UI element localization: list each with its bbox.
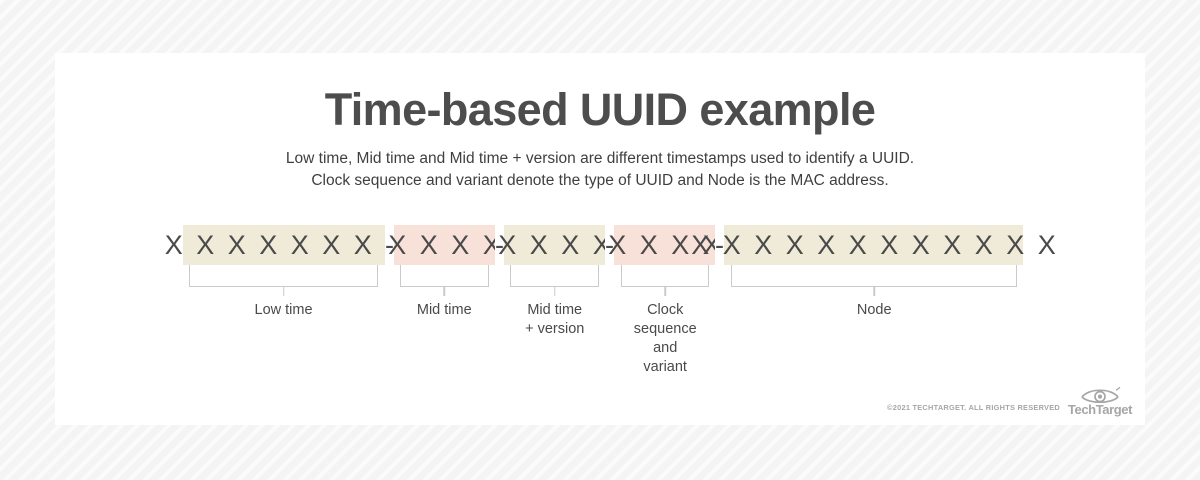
bracket-stem xyxy=(282,287,285,296)
bracket-stem xyxy=(664,287,666,296)
footer-branding: ©2021 TECHTARGET. ALL RIGHTS RESERVED Te… xyxy=(887,385,1133,417)
heading-block: Time-based UUID example Low time, Mid ti… xyxy=(55,53,1145,192)
uuid-separator: - xyxy=(495,225,504,265)
eye-icon xyxy=(1081,386,1121,404)
uuid-diagram: X X X X X X X X-X X X X-X X X X-X X X X-… xyxy=(165,225,1056,376)
bracket-box xyxy=(620,265,710,287)
segment-annotation-1: Low time xyxy=(183,265,384,376)
uuid-segment-3: X X X X xyxy=(498,225,611,265)
bracket-stem xyxy=(553,287,556,296)
bracket-stem xyxy=(443,287,445,296)
segment-annotation-4: Clock sequence and variant xyxy=(615,265,716,376)
segment-bracket xyxy=(615,265,716,296)
bracket-box xyxy=(400,265,489,287)
segment-bracket xyxy=(394,265,495,296)
brand-wordmark: TechTarget xyxy=(1067,402,1133,417)
uuid-string-row: X X X X X X X X-X X X X-X X X X-X X X X-… xyxy=(165,225,1056,265)
uuid-segment-5: X X X X X X X X X X X X xyxy=(691,225,1056,265)
subtitle-line-2: Clock sequence and variant denote the ty… xyxy=(311,172,889,190)
segment-label: Clock sequence and variant xyxy=(633,302,697,375)
segment-annotation-5: Node xyxy=(725,265,1023,376)
segment-annotation-3: Mid time + version xyxy=(504,265,605,376)
uuid-bracket-row: Low time Mid time Mid time + version Clock … xyxy=(183,265,1023,376)
bracket-box xyxy=(731,265,1017,287)
segment-bracket xyxy=(725,265,1023,296)
segment-label: Low time xyxy=(254,302,313,318)
content-card: Time-based UUID example Low time, Mid ti… xyxy=(55,53,1145,425)
copyright-text: ©2021 TECHTARGET. ALL RIGHTS RESERVED xyxy=(887,403,1060,412)
uuid-segment-2: X X X X xyxy=(388,225,501,265)
bracket-stem xyxy=(873,287,875,296)
uuid-segment-1: X X X X X X X X xyxy=(165,225,403,265)
techtarget-logo: TechTarget xyxy=(1067,385,1133,417)
segment-bracket xyxy=(183,265,384,296)
segment-label: Mid time + version xyxy=(525,302,585,337)
bracket-box xyxy=(189,265,379,287)
uuid-separator: - xyxy=(605,225,614,265)
uuid-segment-4: X X X X xyxy=(608,225,721,265)
segment-label: Mid time xyxy=(416,302,472,318)
uuid-separator: - xyxy=(385,225,394,265)
bracket-gap xyxy=(715,265,725,376)
segment-label: Node xyxy=(856,302,892,318)
bracket-gap xyxy=(495,265,505,376)
subtitle-line-1: Low time, Mid time and Mid time + versio… xyxy=(285,150,915,168)
segment-bracket xyxy=(504,265,605,296)
page-title: Time-based UUID example xyxy=(324,84,876,135)
bracket-gap xyxy=(384,265,394,376)
uuid-separator: - xyxy=(715,225,724,265)
bracket-box xyxy=(510,265,599,287)
bracket-gap xyxy=(605,265,615,376)
page-subtitle: Low time, Mid time and Mid time + versio… xyxy=(55,148,1145,192)
segment-annotation-2: Mid time xyxy=(394,265,495,376)
